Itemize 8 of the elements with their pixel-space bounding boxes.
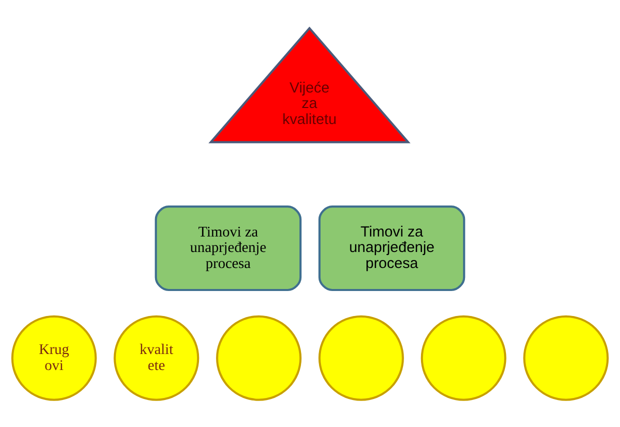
- node-circle: [420, 314, 506, 400]
- node-circle: kvalit ete: [114, 314, 200, 400]
- node-box: Timovi za unaprjeđenje procesa: [318, 205, 466, 291]
- node-circle: Krug ovi: [11, 314, 97, 400]
- node-box: Timovi za unaprjeđenje procesa: [154, 205, 302, 291]
- node-circle: [216, 314, 302, 400]
- node-circle: [318, 314, 404, 400]
- node-circle: [523, 314, 609, 400]
